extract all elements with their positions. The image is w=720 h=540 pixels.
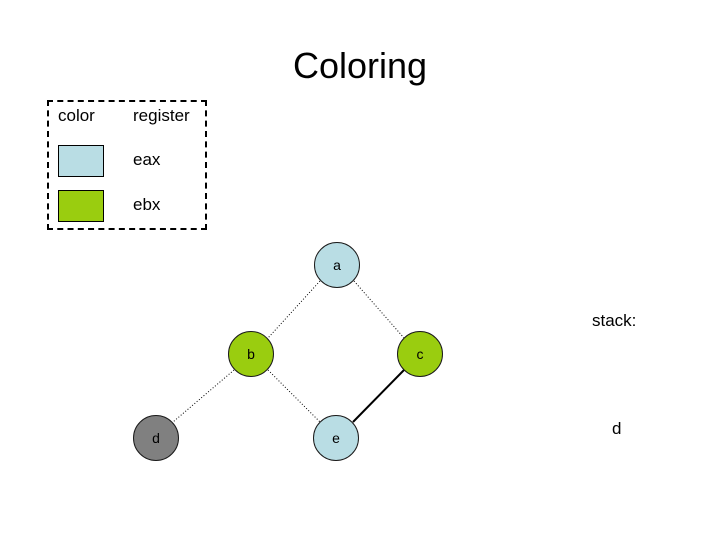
graph-node-b[interactable]: b	[228, 331, 274, 377]
graph-edge-c-e	[352, 369, 405, 423]
legend-row: eax	[49, 145, 205, 179]
graph-node-label: e	[332, 430, 340, 446]
legend-register-label: eax	[133, 150, 161, 169]
graph-node-c[interactable]: c	[397, 331, 443, 377]
legend-register-label: ebx	[133, 195, 161, 214]
color-register-legend: color register eax ebx	[47, 100, 207, 230]
legend-row: ebx	[49, 190, 205, 224]
page-title: Coloring	[292, 45, 428, 86]
legend-swatch-eax	[58, 145, 104, 177]
graph-node-label: b	[247, 346, 255, 362]
graph-node-e[interactable]: e	[313, 415, 359, 461]
stack-item: d	[612, 419, 622, 438]
graph-node-label: a	[333, 257, 341, 273]
graph-edge-a-b	[267, 280, 321, 339]
legend-swatch-ebx	[58, 190, 104, 222]
graph-node-a[interactable]: a	[314, 242, 360, 288]
graph-node-label: c	[416, 346, 424, 362]
graph-node-label: d	[152, 430, 160, 446]
graph-node-d[interactable]: d	[133, 415, 179, 461]
stack-label: stack:	[592, 311, 637, 330]
graph-edge-a-c	[353, 280, 405, 339]
legend-header-register: register	[133, 106, 190, 125]
legend-header-color: color	[58, 106, 95, 125]
graph-edge-b-d	[172, 369, 235, 423]
graph-edge-b-e	[267, 369, 321, 423]
